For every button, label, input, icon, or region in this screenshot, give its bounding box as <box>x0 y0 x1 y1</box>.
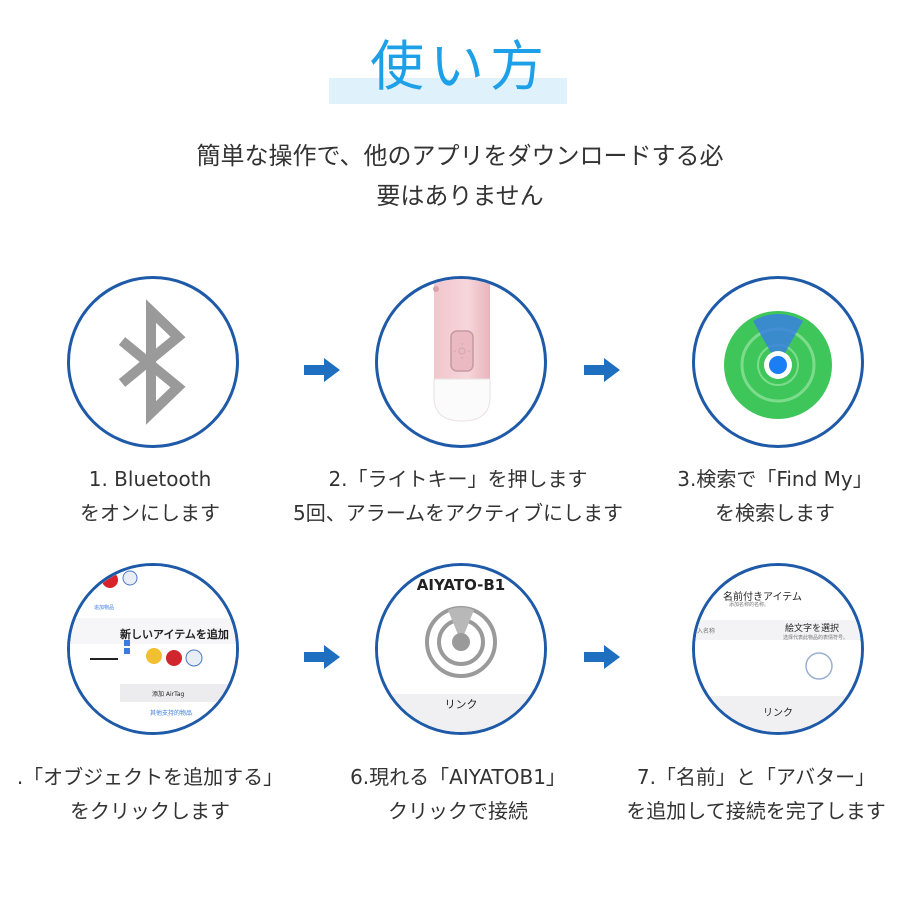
step3-caption-line1: 3.検索で「Find My」 <box>677 467 873 491</box>
step2-caption-line1: 2.「ライトキー」を押します <box>328 467 588 491</box>
step4-caption-line2: をクリックします <box>70 799 230 823</box>
link-button[interactable]: リンク <box>763 708 793 719</box>
step2-caption-line2: 5回、アラームをアクティブにします <box>293 501 623 525</box>
page-subtitle-line2: 要はありません <box>376 182 544 210</box>
device-name: AIYATO-B1 <box>416 576 506 594</box>
step5-caption-line2: クリックで接続 <box>388 799 528 823</box>
add-airtag-button[interactable]: 添加 AirTag <box>152 691 185 698</box>
name-input[interactable]: 入名称 <box>697 628 716 635</box>
bag-icon <box>166 650 182 666</box>
findmy-app-icon <box>724 311 832 419</box>
step5-caption-line1: 6.現れる「AIYATOB1」 <box>350 765 566 789</box>
step4-caption-line1: .「オブジェクトを追加する」 <box>16 765 284 789</box>
step4-add-item-circle: 新しいアイテムを追加 追加物品 添加 AirTag 其他支持的物品 <box>67 563 239 735</box>
title-highlight <box>329 78 567 104</box>
page-subtitle-line1: 簡単な操作で、他のアプリをダウンロードする必 <box>196 142 724 170</box>
arrow-right-icon <box>584 645 620 669</box>
step6-caption-line2: を追加して接続を完了します <box>626 799 886 823</box>
red-item-icon <box>102 572 118 588</box>
naming-screen <box>695 566 861 732</box>
emoji-picker-icon <box>805 652 833 680</box>
step5-device-found-circle: AIYATO-B1 リンク <box>375 563 547 735</box>
bluetooth-icon <box>118 299 186 425</box>
step6-naming-circle: 名前付きアイテム 添加名称的名称。 入名称 絵文字を選択 选择代表此物品的表情符… <box>692 563 864 735</box>
arrow-right-icon <box>584 358 620 382</box>
emoji-select-title: 絵文字を選択 <box>785 624 840 634</box>
page-title: 使い方 <box>370 35 550 98</box>
step2-device-circle <box>375 276 547 448</box>
other-items-link[interactable]: 其他支持的物品 <box>150 710 193 717</box>
arrow-right-icon <box>304 358 340 382</box>
emoji-select-subtext: 选择代表此物品的表情符号。 <box>783 635 849 641</box>
step1-caption-line1: 1. Bluetooth <box>88 467 212 491</box>
add-item-heading: 新しいアイテムを追加 <box>120 628 229 641</box>
link-button[interactable]: リンク <box>444 698 478 711</box>
arrow-right-icon <box>304 645 340 669</box>
key-icon <box>146 648 162 664</box>
naming-heading: 名前付きアイテム <box>723 592 802 603</box>
device-found-screen <box>378 566 544 732</box>
step1-bluetooth-circle <box>67 276 239 448</box>
naming-subtext: 添加名称的名称。 <box>729 602 770 608</box>
add-item-screen <box>70 566 236 732</box>
step3-findmy-circle <box>692 276 864 448</box>
step1-caption-line2: をオンにします <box>80 501 220 525</box>
step3-caption-line2: を検索します <box>715 501 835 525</box>
bike-icon <box>185 649 203 667</box>
step6-caption-line1: 7.「名前」と「アバター」 <box>636 765 876 789</box>
add-item-label: 追加物品 <box>94 605 115 611</box>
tracker-device-icon <box>433 279 491 422</box>
